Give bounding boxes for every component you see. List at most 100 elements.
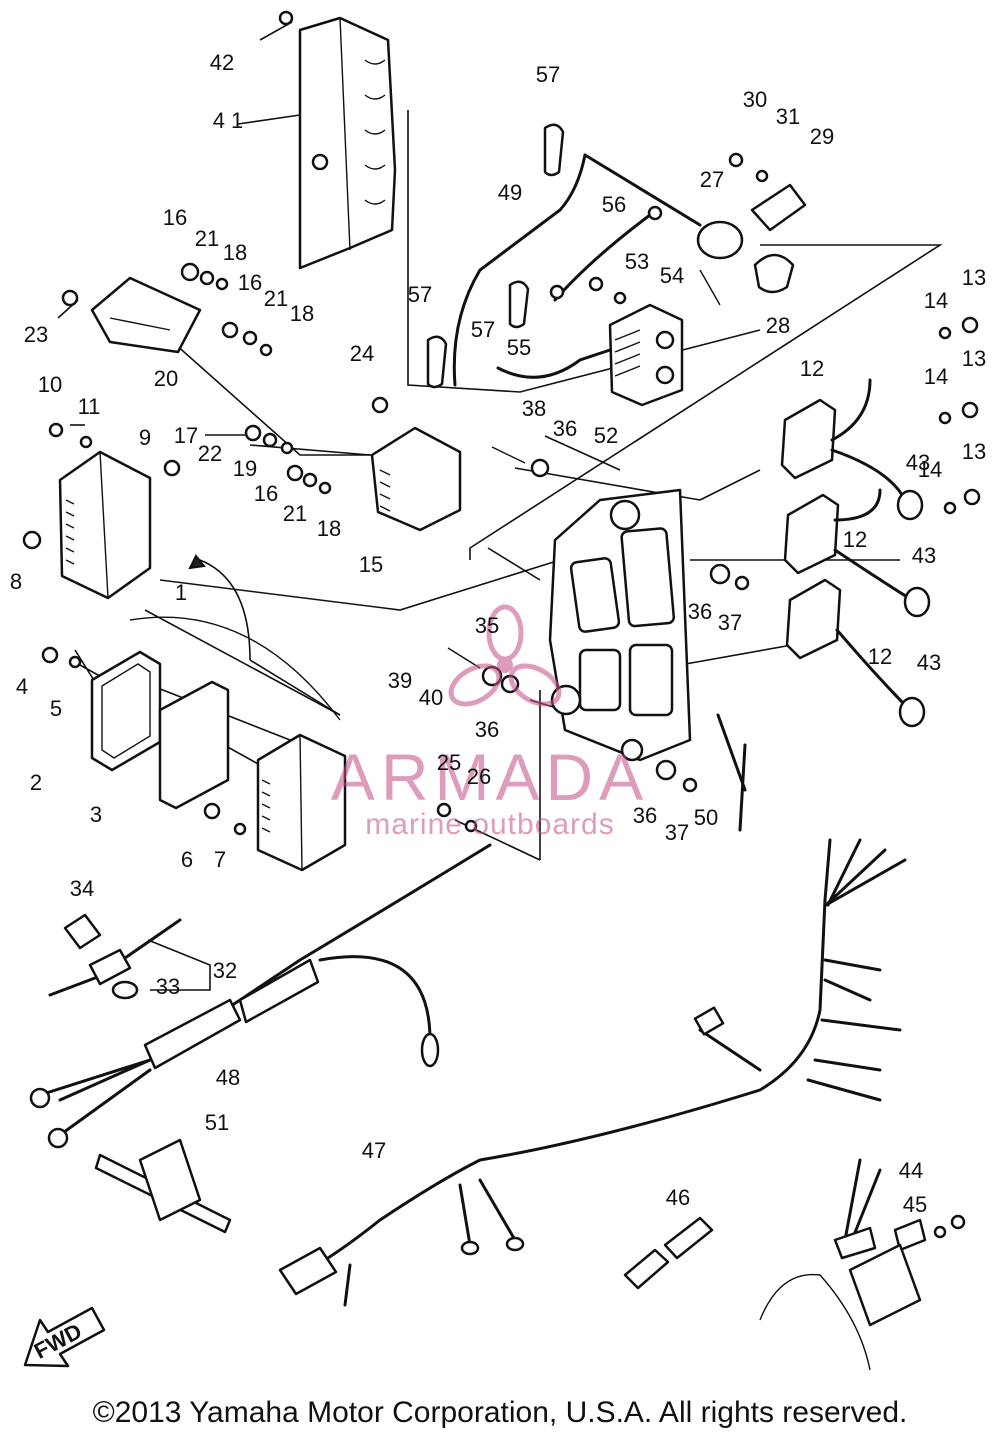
bracket-part-20 bbox=[22, 262, 389, 550]
callout-c30: 30 bbox=[743, 87, 767, 112]
callout-c28: 28 bbox=[766, 313, 790, 338]
callout-c36c: 36 bbox=[475, 717, 499, 742]
callout-c16c: 16 bbox=[254, 481, 278, 506]
callout-c57c: 57 bbox=[471, 317, 495, 342]
callout-c1: 1 bbox=[175, 580, 187, 605]
callout-c14b: 14 bbox=[924, 364, 948, 389]
cover-part-41 bbox=[278, 10, 397, 270]
callout-c40: 40 bbox=[419, 685, 443, 710]
callout-c4: 4 bbox=[16, 674, 28, 699]
copyright-notice: ©2013 Yamaha Motor Corporation, U.S.A. A… bbox=[92, 1396, 908, 1429]
callout-c21b: 21 bbox=[264, 286, 288, 311]
callout-c43b: 43 bbox=[912, 543, 936, 568]
callout-c46: 46 bbox=[666, 1185, 690, 1210]
fwd-arrow-icon: FWD bbox=[23, 1306, 106, 1368]
callout-c39: 39 bbox=[388, 668, 412, 693]
watermark: ARMADA marine outboards bbox=[331, 604, 649, 841]
callout-c14a: 14 bbox=[924, 288, 948, 313]
callout-c57b: 57 bbox=[408, 282, 432, 307]
callout-c56: 56 bbox=[602, 192, 626, 217]
watermark-brand: ARMADA bbox=[331, 740, 649, 814]
callout-c52: 52 bbox=[594, 423, 618, 448]
callout-c34: 34 bbox=[70, 876, 94, 901]
callout-c26: 26 bbox=[467, 764, 491, 789]
callout-c44: 44 bbox=[899, 1158, 923, 1183]
callout-c47: 47 bbox=[362, 1138, 386, 1163]
holder-part-51 bbox=[94, 1138, 232, 1234]
callout-c27: 27 bbox=[700, 167, 724, 192]
thermo-switch-part-32 bbox=[48, 913, 211, 1000]
callout-c36d: 36 bbox=[633, 803, 657, 828]
callout-c11: 11 bbox=[78, 394, 101, 419]
callout-c38: 38 bbox=[522, 396, 546, 421]
callout-c18a: 18 bbox=[223, 240, 247, 265]
callout-c37b: 37 bbox=[665, 820, 689, 845]
harness-part-47 bbox=[278, 838, 907, 1307]
callout-c21a: 21 bbox=[195, 226, 219, 251]
cdi-unit-bottom bbox=[41, 616, 347, 872]
bracket-part-15 bbox=[370, 426, 462, 532]
cdi-unit-part-1 bbox=[58, 450, 251, 661]
callout-c2: 2 bbox=[30, 770, 42, 795]
callout-c13b: 13 bbox=[962, 346, 986, 371]
ignition-coil-12b bbox=[783, 488, 931, 618]
callout-c51: 51 bbox=[205, 1110, 229, 1135]
callout-c32: 32 bbox=[213, 958, 237, 983]
watermark-tagline: marine outboards bbox=[365, 808, 614, 841]
callout-c7: 7 bbox=[214, 847, 226, 872]
callout-c31: 31 bbox=[776, 104, 800, 129]
callout-c36b: 36 bbox=[688, 599, 712, 624]
gasket-part-2 bbox=[90, 650, 162, 772]
callout-c12a: 12 bbox=[800, 356, 824, 381]
propeller-logo bbox=[448, 604, 562, 707]
callout-c35: 35 bbox=[475, 613, 499, 638]
callout-c22: 22 bbox=[198, 441, 222, 466]
callout-c3: 3 bbox=[90, 802, 102, 827]
callout-c20: 20 bbox=[154, 366, 178, 391]
callout-c5: 5 bbox=[50, 696, 62, 721]
callout-c36a: 36 bbox=[553, 416, 577, 441]
callout-c53: 53 bbox=[625, 249, 649, 274]
callout-c21c: 21 bbox=[283, 501, 307, 526]
callout-c42: 42 bbox=[210, 50, 234, 75]
callout-c9: 9 bbox=[139, 425, 151, 450]
callout-c43a: 43 bbox=[906, 450, 930, 475]
callout-c57a: 57 bbox=[536, 62, 560, 87]
relay-part-27 bbox=[588, 152, 807, 306]
callout-c54: 54 bbox=[660, 263, 684, 288]
tube-part-46 bbox=[623, 1216, 714, 1290]
callout-c16b: 16 bbox=[238, 270, 262, 295]
ignition-coil-12c bbox=[785, 316, 981, 728]
mounting-plate-part-35 bbox=[548, 488, 692, 762]
callout-c12c: 12 bbox=[868, 644, 892, 669]
callout-c50: 50 bbox=[694, 805, 718, 830]
callout-c33: 33 bbox=[156, 974, 180, 999]
callout-c23: 23 bbox=[24, 322, 48, 347]
callout-c18c: 18 bbox=[317, 516, 341, 541]
harness-part-48 bbox=[29, 843, 492, 1149]
gasket-part-3 bbox=[158, 680, 230, 810]
ignition-coil-12a bbox=[780, 378, 924, 521]
callout-c17: 17 bbox=[174, 423, 198, 448]
callout-c6: 6 bbox=[181, 847, 193, 872]
callout-c29: 29 bbox=[810, 124, 834, 149]
callout-c24: 24 bbox=[350, 341, 374, 366]
sensor-part-44 bbox=[759, 1158, 966, 1371]
callout-c13a: 13 bbox=[962, 265, 986, 290]
callout-c45: 45 bbox=[903, 1192, 927, 1217]
callout-c49: 49 bbox=[498, 180, 522, 205]
callout-c18b: 18 bbox=[290, 301, 314, 326]
plug-caps-part-57 bbox=[426, 123, 702, 389]
callout-c55: 55 bbox=[507, 335, 531, 360]
callout-c15: 15 bbox=[359, 552, 383, 577]
callout-c43c: 43 bbox=[917, 650, 941, 675]
callout-c12b: 12 bbox=[843, 527, 867, 552]
callout-c37a: 37 bbox=[718, 610, 742, 635]
callout-c25: 25 bbox=[437, 750, 461, 775]
callout-c8: 8 bbox=[10, 569, 22, 594]
callout-c19: 19 bbox=[233, 456, 257, 481]
callout-c10: 10 bbox=[38, 372, 62, 397]
callout-c14c: 14 bbox=[918, 457, 942, 482]
